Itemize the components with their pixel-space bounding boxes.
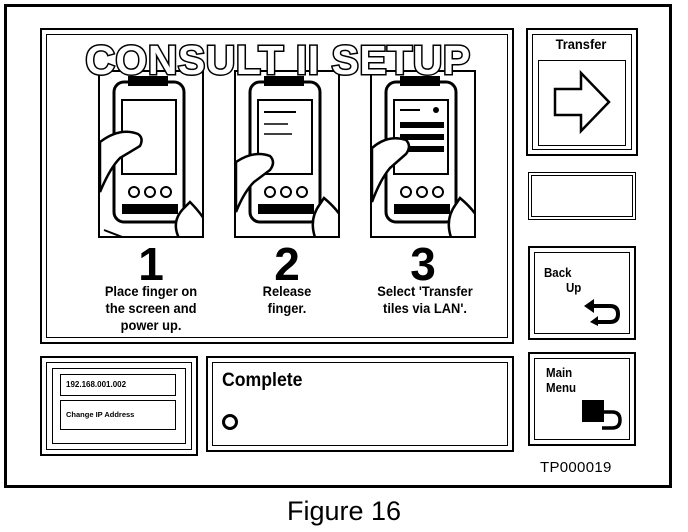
- step-2-number: 2: [274, 238, 300, 290]
- step-1-instruction: Place finger on the screen and power up.: [82, 283, 220, 334]
- back-up-button[interactable]: [528, 246, 636, 340]
- ip-address-panel: [40, 356, 198, 456]
- step-1-line-2: the screen and: [105, 300, 197, 316]
- step-2-instruction: Release finger.: [227, 283, 347, 317]
- status-text: Complete: [222, 370, 303, 391]
- step-1-number: 1: [138, 238, 164, 290]
- step-3-instruction: Select 'Transfer tiles via LAN'.: [356, 283, 494, 317]
- ip-address-group: [52, 368, 186, 444]
- menu-return-icon: [582, 400, 622, 430]
- step-2-illustration: [234, 70, 340, 238]
- transfer-icon-frame: [538, 60, 626, 146]
- step-2-line-2: finger.: [267, 300, 307, 316]
- step-1-line-3: power up.: [120, 317, 182, 333]
- status-panel: [206, 356, 514, 452]
- step-2-line-1: Release: [262, 283, 312, 299]
- return-arrow-icon: [584, 299, 621, 326]
- handheld-device-image: [372, 76, 474, 236]
- step-3-line-1: Select 'Transfer: [377, 283, 473, 299]
- handheld-device-image: [100, 76, 202, 236]
- back-up-label-line-2: Up: [566, 281, 582, 295]
- main-menu-label-line-1: Main: [546, 366, 573, 380]
- step-3-illustration: [370, 70, 476, 238]
- figure-id: TP000019: [540, 459, 612, 476]
- right-arrow-icon: [553, 69, 611, 135]
- ip-address-field[interactable]: 192.168.001.002: [60, 374, 176, 396]
- circle-indicator-icon: [222, 414, 238, 430]
- step-1-illustration: [98, 70, 204, 238]
- handheld-device-image: [236, 76, 338, 236]
- step-3-number: 3: [410, 238, 436, 290]
- main-menu-button[interactable]: [528, 352, 636, 446]
- empty-button-slot: [528, 172, 636, 220]
- transfer-button-label: Transfer: [555, 36, 607, 52]
- page-title: CONSULT II SETUP: [84, 37, 472, 84]
- change-ip-address-button[interactable]: Change IP Address: [60, 400, 176, 430]
- main-menu-label-line-2: Menu: [546, 381, 577, 395]
- step-1-line-1: Place finger on: [104, 283, 198, 299]
- back-up-label-line-1: Back: [544, 266, 572, 280]
- setup-instructions-panel: [40, 28, 514, 344]
- figure-caption: Figure 16: [286, 496, 402, 526]
- step-3-line-2: tiles via LAN'.: [383, 300, 467, 316]
